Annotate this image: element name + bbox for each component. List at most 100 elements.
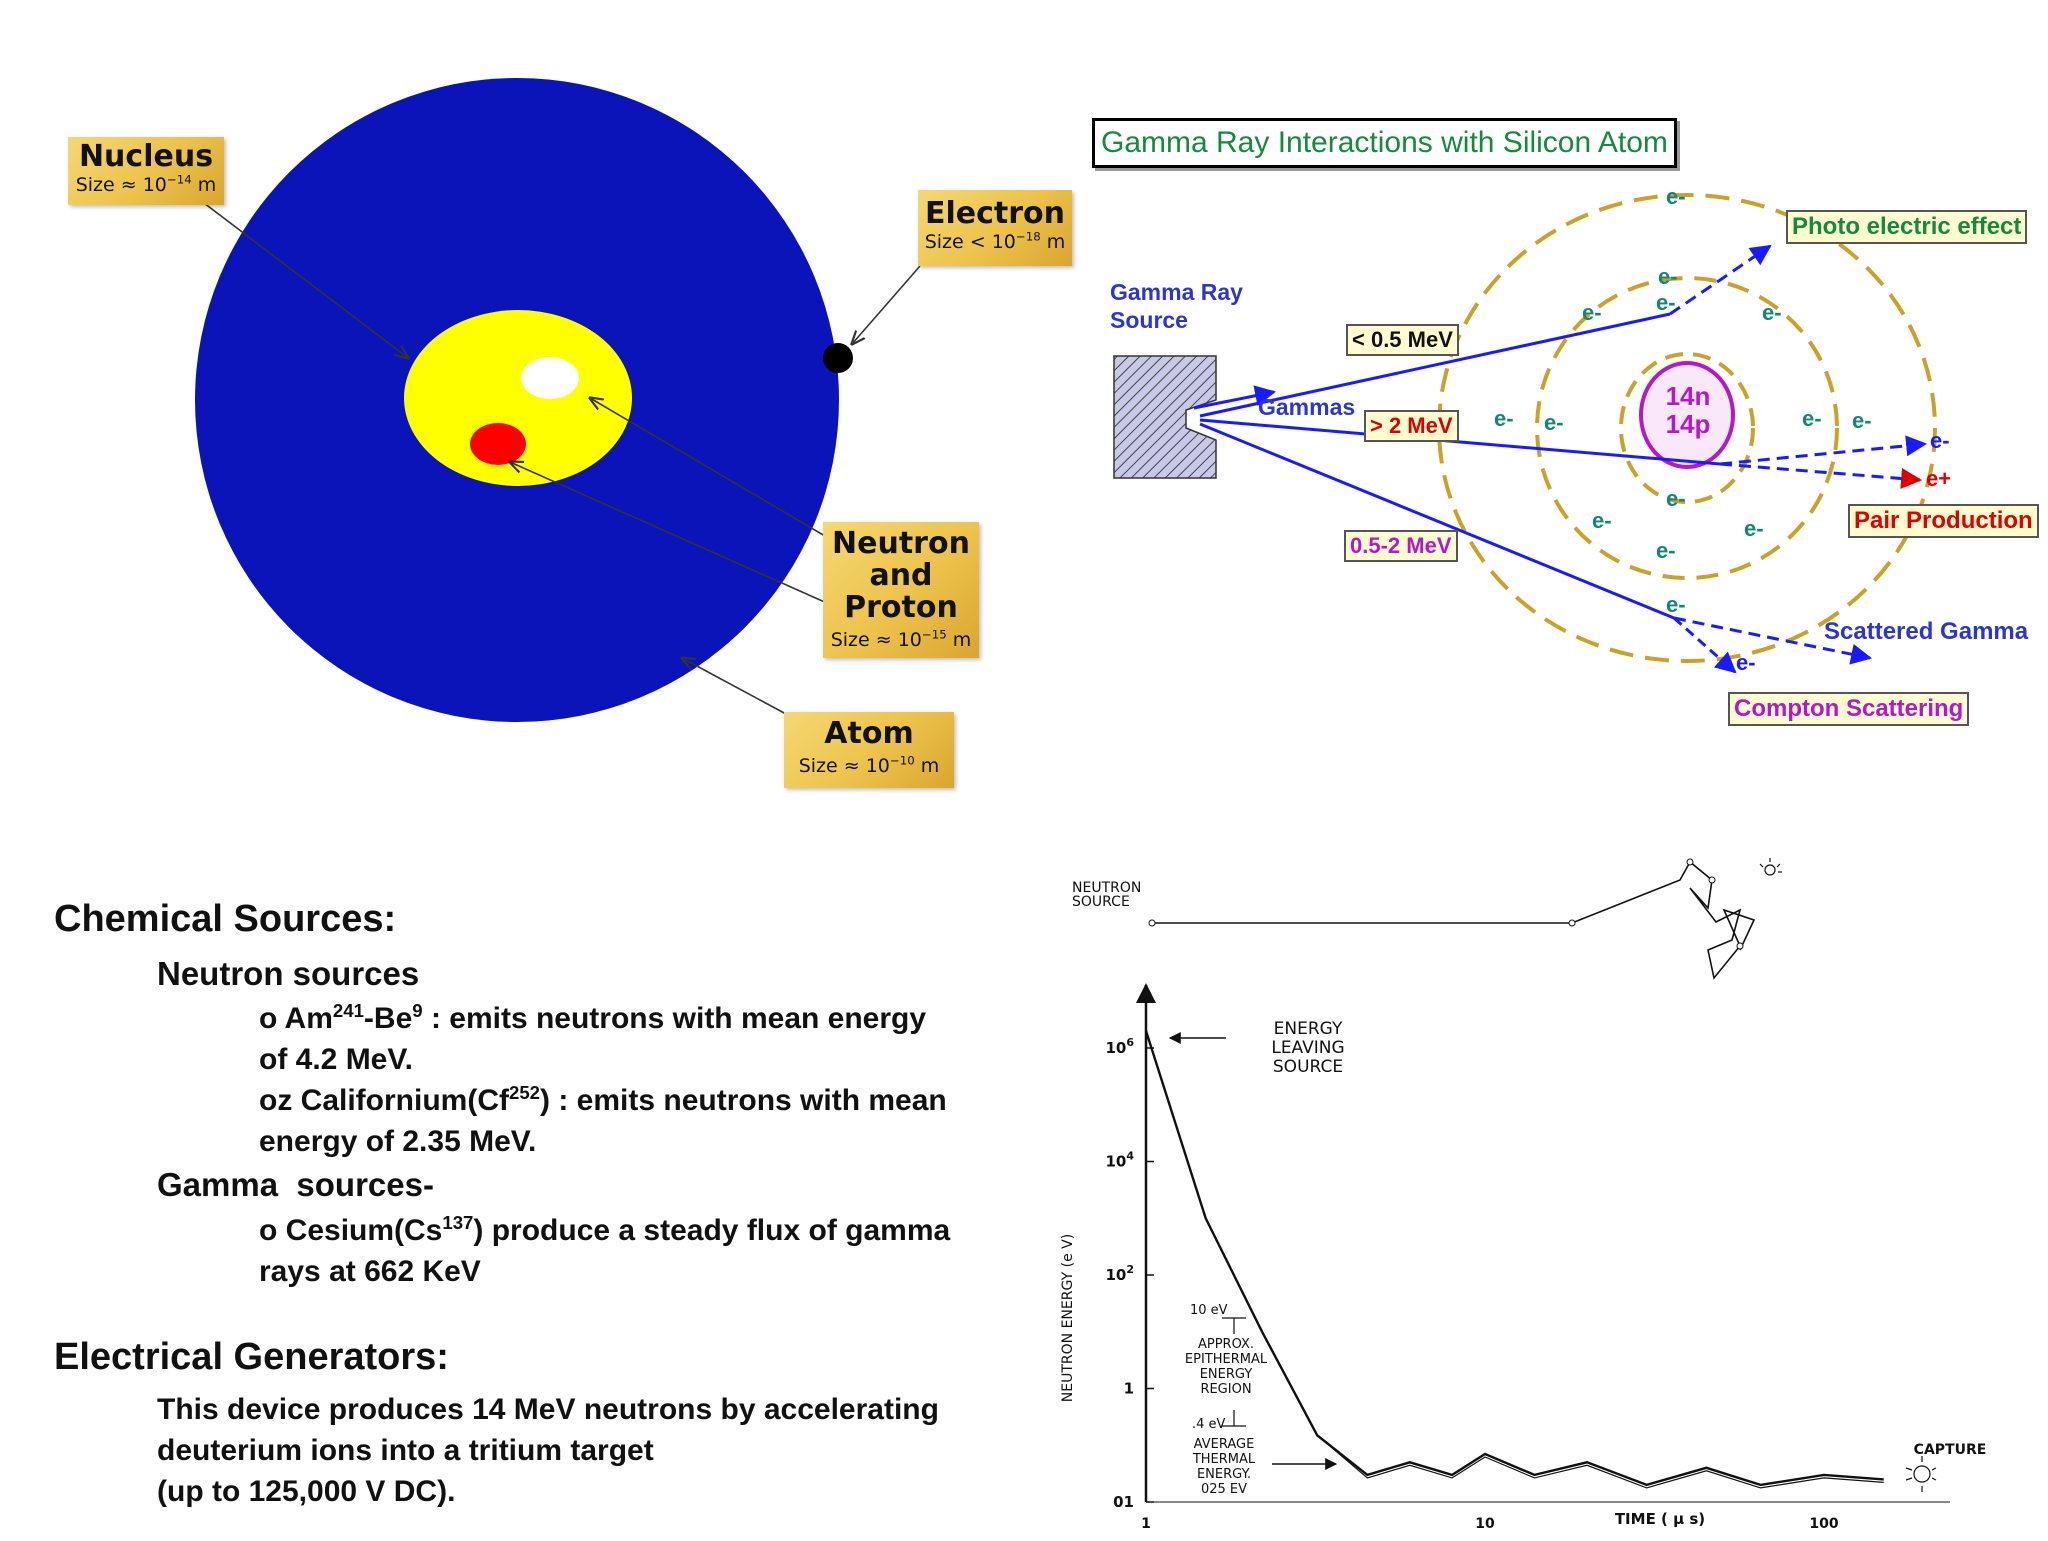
nucleus-pointer xyxy=(199,199,408,358)
generator-line-1: This device produces 14 MeV neutrons by … xyxy=(157,1393,939,1426)
compton-electron-path xyxy=(1673,616,1737,674)
generator-line-2: deuterium ions into a tritium target xyxy=(157,1434,654,1467)
walk-start-point xyxy=(1568,919,1576,927)
neutron-sources-heading: Neutron sources xyxy=(157,955,420,992)
electron-7: e- xyxy=(1544,410,1564,435)
nucleus-circle xyxy=(404,310,632,486)
pair-electron: e- xyxy=(1930,428,1950,453)
silicon-nucleus xyxy=(1639,361,1735,469)
electron-6: e- xyxy=(1494,406,1514,431)
nucleus-title: Nucleus xyxy=(78,139,214,174)
energy-leaving-line-1: ENERGY xyxy=(1274,1019,1343,1039)
gamma-ray-mid xyxy=(1199,422,1675,620)
generator-line-3: (up to 125,000 V DC). xyxy=(157,1475,456,1508)
gamma-source-line-1: Gamma Ray xyxy=(1110,279,1243,305)
gamma-source-line-2: Source xyxy=(1110,307,1188,333)
energy-high-box: > 2 MeV xyxy=(1364,410,1459,442)
electron-2: e- xyxy=(1658,264,1678,289)
proton-particle xyxy=(470,423,526,465)
scattered-gamma-label: Scattered Gamma xyxy=(1824,618,2029,645)
energy-leaving-line-2: LEAVING xyxy=(1271,1038,1344,1058)
electron-11: e- xyxy=(1592,508,1612,533)
neutron-source-label-2: SOURCE xyxy=(1072,894,1130,910)
epithermal-top-label: 10 eV xyxy=(1190,1303,1228,1318)
nucleus-protons: 14p xyxy=(1665,409,1711,439)
cs-line: o Cesium(Cs137) produce a steady flux of… xyxy=(259,1212,951,1247)
neutron-particle xyxy=(521,357,579,399)
epithermal-line-3: ENERGY xyxy=(1200,1367,1253,1382)
pair-electron-path xyxy=(1719,435,1928,466)
electron-1: e- xyxy=(1666,184,1686,209)
neutron-random-walk xyxy=(1152,860,1756,980)
shell-1 xyxy=(1619,352,1755,504)
electron-5: e- xyxy=(1762,300,1782,325)
y-tick-label: 01 xyxy=(1113,1493,1134,1511)
neutron-proton-line-1: Neutron xyxy=(832,526,970,561)
gammas-label: Gammas xyxy=(1258,394,1356,420)
gamma-diagram: Gamma Ray Interactions with Silicon Atom… xyxy=(1080,110,2048,750)
gamma-title: Gamma Ray Interactions with Silicon Atom xyxy=(1092,118,1677,168)
pair-positron: e+ xyxy=(1926,466,1952,491)
gamma-ray-low xyxy=(1199,312,1671,418)
am-be-line: o Am241-Be9 : emits neutrons with mean e… xyxy=(259,1000,927,1035)
walk-collision-1 xyxy=(1686,858,1694,866)
energy-leaving-line-3: SOURCE xyxy=(1273,1057,1343,1077)
electron-10: e- xyxy=(1666,486,1686,511)
x-tick-label: 1 xyxy=(1141,1516,1151,1532)
nucleus-size: Size ≈ 10−14 m xyxy=(75,172,217,196)
thermal-line-2: THERMAL xyxy=(1192,1452,1256,1467)
neutron-proton-label: Neutron and Proton Size ≈ 10−15 m xyxy=(823,522,979,658)
compton-electron: e- xyxy=(1736,650,1756,675)
gamma-figure xyxy=(1113,193,1937,674)
atom-diagram: Nucleus Size ≈ 10−14 m Electron Size < 1… xyxy=(0,0,1072,820)
y-tick-label: 1 xyxy=(1124,1380,1134,1398)
gamma-source-label: Gamma Ray Source xyxy=(1110,278,1243,334)
neutron-proton-line-2: and xyxy=(869,558,933,593)
neutron-energy-chart: NEUTRON SOURCE NEUTRON ENERGY (e V) TIME… xyxy=(1040,850,2048,1536)
proton-pointer xyxy=(510,462,839,609)
pair-positron-path xyxy=(1719,462,1923,489)
epithermal-line-2: EPITHERMAL xyxy=(1185,1352,1268,1367)
cf-line: oz Californium(Cf252) : emits neutrons w… xyxy=(259,1082,947,1117)
thermal-line-1: AVERAGE xyxy=(1194,1437,1255,1452)
energy-low-box: < 0.5 MeV xyxy=(1346,324,1459,356)
nucleus-label: 14n 14p xyxy=(1663,382,1713,438)
electron-14: e- xyxy=(1666,592,1686,617)
neutron-source-point xyxy=(1148,919,1156,927)
shell-3 xyxy=(1437,193,1937,663)
neutron-pointer xyxy=(590,398,843,547)
atom-pointer xyxy=(682,658,787,715)
capture-label: CAPTURE xyxy=(1914,1442,1987,1458)
epithermal-line-1: APPROX. xyxy=(1198,1337,1254,1352)
neutron-source-label-1: NEUTRON xyxy=(1072,880,1141,896)
y-axis-label: NEUTRON ENERGY (e V) xyxy=(1060,1234,1076,1402)
electron-pointer xyxy=(852,265,921,344)
shell-2 xyxy=(1535,276,1839,580)
electron-13: e- xyxy=(1656,538,1676,563)
x-tick-label: 100 xyxy=(1809,1516,1838,1532)
electron-12: e- xyxy=(1744,516,1764,541)
neutron-proton-size: Size ≈ 10−15 m xyxy=(830,627,972,651)
pair-production-box: Pair Production xyxy=(1848,504,2039,538)
chart-series xyxy=(1144,1030,1884,1489)
walk-collision-3 xyxy=(1736,942,1744,950)
atom-size: Size ≈ 10−10 m xyxy=(798,753,940,777)
walk-capture-star-icon xyxy=(1759,858,1782,876)
electron-9: e- xyxy=(1852,408,1872,433)
electron-8: e- xyxy=(1802,406,1822,431)
electron-4: e- xyxy=(1582,300,1602,325)
gamma-ray-source-arrow xyxy=(1193,385,1277,410)
electrical-generators-heading: Electrical Generators: xyxy=(54,1336,449,1378)
capture-star-icon xyxy=(1905,1456,1937,1492)
energy-mid-box: 0.5-2 MeV xyxy=(1344,530,1458,562)
nucleus-neutrons: 14n xyxy=(1665,381,1711,411)
nucleus-label: Nucleus Size ≈ 10−14 m xyxy=(68,137,224,205)
x-axis-label: TIME ( μ s) xyxy=(1615,1510,1705,1528)
epithermal-bottom-label: .4 eV xyxy=(1192,1417,1226,1432)
atom-label: Atom Size ≈ 10−10 m xyxy=(784,712,954,788)
neutron-proton-line-3: Proton xyxy=(844,590,958,625)
energy-line xyxy=(1144,1030,1884,1487)
thermal-line-4: 025 EV xyxy=(1201,1482,1247,1497)
electron-label: Electron Size < 10−18 m xyxy=(918,190,1072,266)
